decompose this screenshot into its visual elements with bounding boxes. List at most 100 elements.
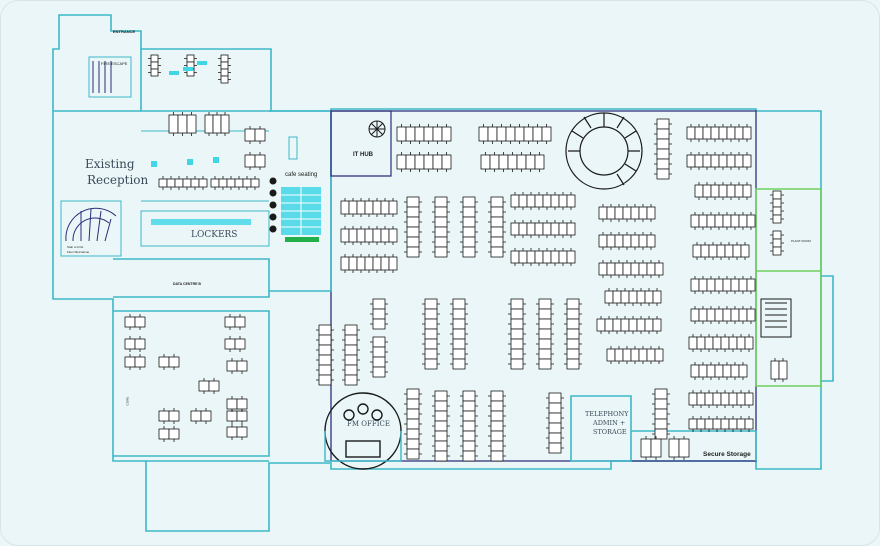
desk — [462, 400, 476, 412]
desk — [434, 450, 448, 462]
chair-marks — [602, 204, 652, 222]
desk — [538, 348, 552, 360]
desk — [462, 450, 476, 462]
desk — [168, 410, 180, 422]
chair-marks — [404, 393, 422, 455]
desk — [318, 354, 332, 366]
desk-row — [598, 260, 664, 278]
desk — [510, 308, 524, 320]
chair-marks — [344, 198, 394, 217]
desk — [220, 68, 229, 77]
desk — [168, 356, 180, 368]
plant-room-label: PLANT ROOM — [791, 239, 811, 243]
chair-marks — [162, 176, 204, 190]
desk — [614, 234, 624, 248]
desk-row — [370, 336, 388, 378]
desk — [720, 418, 730, 430]
chair-marks — [770, 234, 784, 252]
chair-marks — [694, 212, 752, 230]
desk — [698, 308, 708, 322]
desk — [606, 262, 616, 276]
desk — [182, 178, 192, 188]
desk — [694, 126, 704, 140]
desk — [694, 184, 704, 198]
desk — [489, 154, 500, 170]
desk — [730, 308, 740, 322]
desk — [698, 214, 708, 228]
desk — [644, 290, 654, 304]
desk — [606, 348, 616, 362]
desk — [490, 450, 504, 462]
desk — [696, 418, 706, 430]
desk — [746, 278, 756, 292]
chair-marks — [231, 396, 243, 412]
desk — [718, 184, 728, 198]
desk — [742, 154, 752, 168]
desk — [254, 128, 266, 142]
desk — [622, 262, 632, 276]
desk — [726, 154, 736, 168]
desk — [510, 222, 520, 236]
desk-row — [690, 306, 756, 324]
desk-row — [690, 212, 756, 230]
desk — [510, 328, 524, 340]
desk — [372, 256, 382, 271]
desk — [166, 178, 176, 188]
building-outline — [52, 14, 834, 532]
desk — [558, 222, 568, 236]
desk-row — [536, 298, 554, 370]
desk — [778, 360, 788, 380]
desk — [606, 206, 616, 220]
desk — [772, 230, 782, 240]
desk-row — [396, 152, 452, 172]
desk — [134, 338, 146, 350]
desk — [510, 298, 524, 310]
desk — [406, 196, 420, 208]
desk — [212, 114, 222, 134]
desk-row — [690, 362, 748, 380]
desk — [640, 438, 652, 458]
desk — [424, 348, 438, 360]
cafe-seating — [269, 136, 321, 242]
desk — [406, 428, 420, 440]
desk — [772, 246, 782, 256]
desk — [434, 420, 448, 432]
desk-row — [598, 232, 656, 250]
desk-row — [564, 298, 582, 370]
desk — [548, 442, 562, 454]
desk — [630, 348, 640, 362]
desk — [424, 338, 438, 350]
desk — [356, 256, 366, 271]
desk-row — [148, 54, 161, 77]
desk — [344, 324, 358, 336]
desk — [244, 128, 256, 142]
desk — [690, 214, 700, 228]
desk — [158, 428, 170, 440]
desk — [652, 290, 662, 304]
desk — [406, 438, 420, 450]
desk — [405, 126, 416, 142]
desk — [770, 360, 780, 380]
desk — [236, 398, 248, 410]
desk — [734, 184, 744, 198]
desk — [630, 206, 640, 220]
desk — [772, 238, 782, 248]
desk — [638, 262, 648, 276]
desk-row — [218, 54, 231, 84]
desk — [434, 430, 448, 442]
desk — [534, 154, 545, 170]
desk — [548, 432, 562, 444]
desk — [650, 438, 662, 458]
desk-row — [688, 416, 754, 432]
desk — [150, 61, 159, 70]
desk-row — [640, 436, 662, 460]
desk — [490, 196, 504, 208]
desk-row — [370, 298, 388, 330]
desk — [636, 318, 646, 332]
desk — [364, 228, 374, 243]
desk — [620, 318, 630, 332]
desk — [722, 278, 732, 292]
desk — [434, 226, 448, 238]
desk — [622, 348, 632, 362]
